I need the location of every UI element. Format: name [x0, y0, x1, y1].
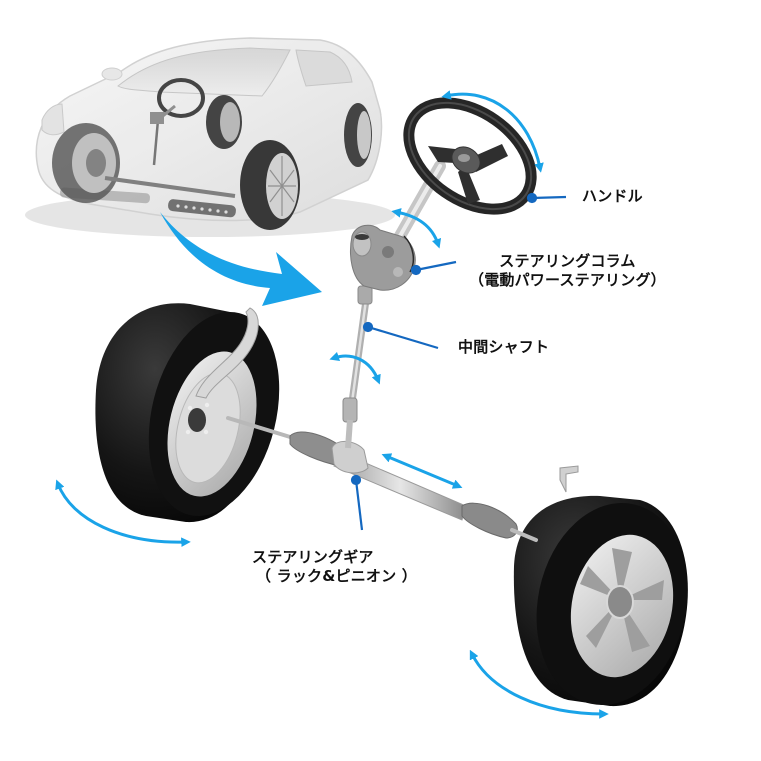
label-intermediate-shaft: 中間シャフト	[458, 338, 549, 357]
right-front-wheel	[513, 465, 688, 707]
left-knuckle-arm	[195, 307, 259, 399]
label-intermediate-shaft-text: 中間シャフト	[458, 338, 550, 356]
left-front-wheel	[95, 303, 280, 523]
left-wheel-steer-arrow	[55, 479, 191, 547]
leader-lines	[350, 192, 567, 531]
car-front-left-wheel	[52, 123, 120, 203]
shaft-leader-dot	[362, 321, 374, 333]
label-steering-gear: ステアリングギア （ ラック&ピニオン ）	[252, 548, 417, 586]
car-headlight	[41, 103, 65, 136]
car-illustration	[25, 37, 395, 237]
label-handle-text: ハンドル	[582, 187, 643, 205]
label-steering-gear-sub: （ ラック&ピニオン ）	[256, 567, 417, 585]
steering-gear-assembly	[226, 416, 538, 542]
shaft-leader-line	[367, 325, 439, 350]
right-hub	[606, 585, 634, 619]
right-wheel-steer-arrow	[469, 649, 609, 719]
right-tie-rod	[510, 528, 538, 542]
pinion-housing	[331, 441, 369, 474]
column-leader-dot	[410, 264, 422, 276]
upper-universal-joint	[357, 285, 373, 305]
handle-leader-line	[531, 195, 567, 200]
column-rotation-arrow	[391, 208, 442, 249]
car-mirror	[101, 67, 123, 81]
motion-arrows	[55, 90, 609, 719]
label-handle: ハンドル	[582, 187, 643, 206]
column-leader-line	[415, 260, 457, 272]
car-mini-steering-system	[104, 78, 236, 198]
label-steering-column-sub: （電動パワーステアリング）	[469, 271, 666, 289]
rack-translation-arrow	[381, 453, 463, 489]
car-fog-lamp-dots	[176, 204, 228, 214]
car-rear-right-wheel	[344, 103, 372, 167]
label-steering-gear-main: ステアリングギア	[252, 548, 374, 566]
handle-leader-dot	[526, 192, 538, 204]
label-steering-column-main: ステアリングコラム	[499, 252, 636, 270]
lower-universal-joint	[342, 397, 358, 423]
gear-leader-line	[354, 479, 364, 531]
right-rack-boot	[461, 502, 518, 539]
car-front-right-wheel	[240, 140, 300, 230]
steering-column-assembly	[350, 160, 446, 291]
intermediate-shaft	[342, 285, 373, 449]
shaft-rotation-arrow	[329, 351, 381, 385]
wheel-rotation-arrow	[441, 90, 544, 173]
right-strut-bracket	[559, 465, 579, 493]
car-windshield	[117, 47, 291, 97]
left-tie-rod	[226, 416, 302, 442]
label-steering-column: ステアリングコラム （電動パワーステアリング）	[469, 252, 666, 290]
left-hub	[188, 408, 206, 432]
transition-arrow	[160, 212, 322, 306]
car-side-window	[295, 49, 353, 87]
gear-leader-dot	[350, 474, 362, 486]
car-rear-left-wheel	[206, 95, 242, 149]
